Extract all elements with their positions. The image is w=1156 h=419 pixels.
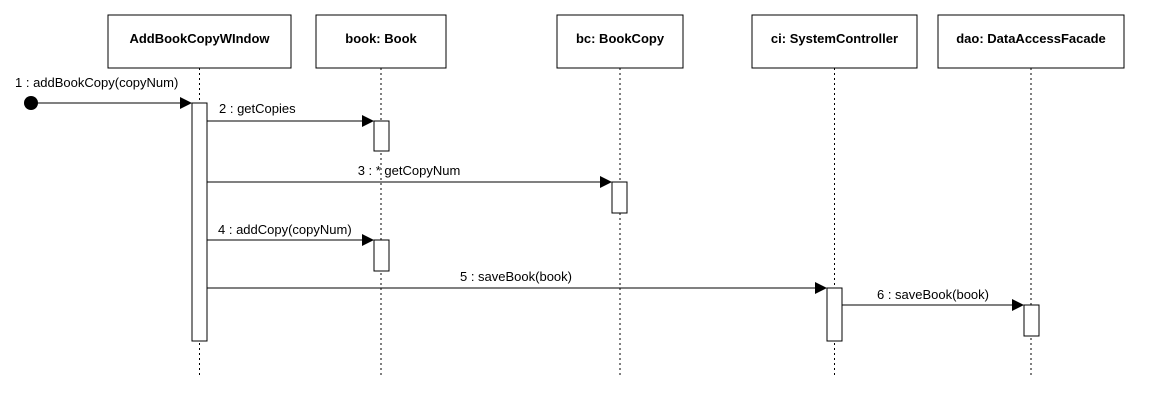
- message-5: 5 : saveBook(book): [207, 269, 827, 294]
- message-2: 2 : getCopies: [207, 101, 374, 127]
- activation-ci: [826, 287, 843, 342]
- message-4-label: 4 : addCopy(copyNum): [218, 222, 352, 237]
- message-2-arrowhead: [362, 115, 374, 127]
- lifeline-bc: bc: BookCopy: [556, 14, 684, 378]
- message-6-arrowhead: [1012, 299, 1024, 311]
- message-4-arrowhead: [362, 234, 374, 246]
- lifeline-ci: ci: SystemController: [751, 14, 918, 378]
- activation-book-addcopy: [373, 239, 390, 272]
- message-5-label: 5 : saveBook(book): [460, 269, 572, 284]
- lifeline-bc-box: [556, 14, 684, 69]
- message-1: 1 : addBookCopy(copyNum): [15, 75, 192, 110]
- lifeline-window: AddBookCopyWIndow: [107, 14, 292, 378]
- lifeline-book-box: [315, 14, 447, 69]
- activation-window: [191, 102, 208, 342]
- message-4: 4 : addCopy(copyNum): [207, 222, 374, 246]
- lifeline-ci-box: [751, 14, 918, 69]
- message-5-arrowhead: [815, 282, 827, 294]
- activation-book-getcopies: [373, 120, 390, 152]
- activation-bc: [611, 181, 628, 214]
- lifeline-dao: dao: DataAccessFacade: [937, 14, 1125, 378]
- lifeline-book: book: Book: [315, 14, 447, 378]
- lifeline-window-title: AddBookCopyWIndow: [129, 31, 270, 46]
- lifeline-dao-box: [937, 14, 1125, 69]
- message-3-arrowhead: [600, 176, 612, 188]
- lifeline-window-box: [107, 14, 292, 69]
- activation-dao: [1023, 304, 1040, 337]
- lifeline-bc-title: bc: BookCopy: [576, 31, 665, 46]
- message-2-label: 2 : getCopies: [219, 101, 296, 116]
- message-1-arrowhead: [180, 97, 192, 109]
- lifeline-dao-title: dao: DataAccessFacade: [956, 31, 1106, 46]
- message-3: 3 : * getCopyNum: [207, 163, 612, 188]
- message-3-label: 3 : * getCopyNum: [358, 163, 461, 178]
- lifeline-book-title: book: Book: [345, 31, 417, 46]
- message-6-label: 6 : saveBook(book): [877, 287, 989, 302]
- message-6: 6 : saveBook(book): [842, 287, 1024, 311]
- message-1-label: 1 : addBookCopy(copyNum): [15, 75, 178, 90]
- lifeline-ci-title: ci: SystemController: [771, 31, 898, 46]
